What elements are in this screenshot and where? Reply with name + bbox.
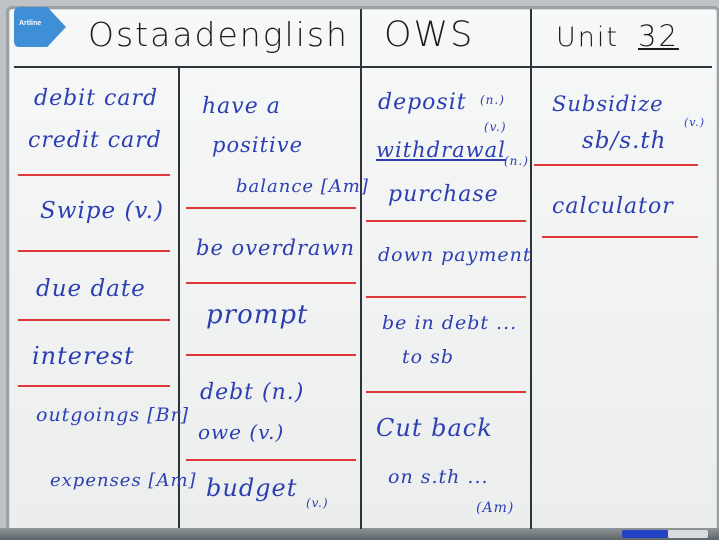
separator [542,236,698,238]
term-credit-card: credit card [28,128,162,153]
separator [18,385,170,387]
term-deposit-verb: (v.) [484,120,507,134]
term-cut-back: Cut back [376,414,493,442]
term-swipe: Swipe (v.) [40,198,164,224]
separator [186,459,356,461]
term-prompt: prompt [206,300,309,330]
brand-title: Ostaadenglish [88,15,349,54]
term-outgoings: outgoings [Br] [36,404,190,426]
separator [366,296,526,298]
term-budget-verb: (v.) [306,496,329,510]
term-debit-card: debit card [34,86,159,111]
term-budget: budget [206,474,298,502]
unit-number: 32 [638,19,679,53]
term-be-overdrawn: be overdrawn [196,236,356,260]
separator [366,220,526,222]
marker-tray [0,528,719,540]
header-divider [14,66,712,68]
term-calculator: calculator [552,194,674,219]
separator [18,250,170,252]
term-american: (Am) [476,500,515,516]
term-deposit-noun: (n.) [480,93,505,107]
term-subsidize: Subsidize [552,92,664,116]
term-owe: owe (v.) [198,420,285,444]
separator [18,319,170,321]
term-debt: debt (n.) [200,380,305,405]
term-have-a: have a [202,94,281,119]
header-divider-right [530,9,532,529]
term-to-sb: to sb [402,346,455,368]
term-subsidize-verb: (v.) [684,116,705,129]
column-divider [178,66,180,528]
term-sb-sth: sb/s.th [582,128,667,154]
separator [18,174,170,176]
term-purchase: purchase [388,182,499,207]
term-expenses: expenses [Am] [50,470,197,491]
term-interest: interest [32,342,135,370]
term-deposit: deposit [378,90,467,115]
term-on-sth: on s.th ... [388,466,489,488]
unit-label: Unit [556,22,619,53]
term-withdrawal: withdrawal [376,138,506,162]
separator [186,207,356,209]
term-be-in-debt: be in debt ... [382,312,518,334]
separator [186,354,356,356]
header-divider-left [360,9,362,529]
white-marker [668,530,708,538]
separator [186,282,356,284]
term-withdrawal-noun: (n.) [504,154,529,168]
magnet-label: Artline [19,20,42,27]
term-positive: positive [212,133,304,157]
blue-marker [622,530,668,538]
term-down-payment: down payment [378,244,532,266]
separator [366,391,526,393]
whiteboard [6,6,719,534]
separator [534,164,698,166]
term-balance: balance [Am] [236,176,369,197]
header-center: OWS [384,15,475,55]
term-due-date: due date [36,276,146,302]
